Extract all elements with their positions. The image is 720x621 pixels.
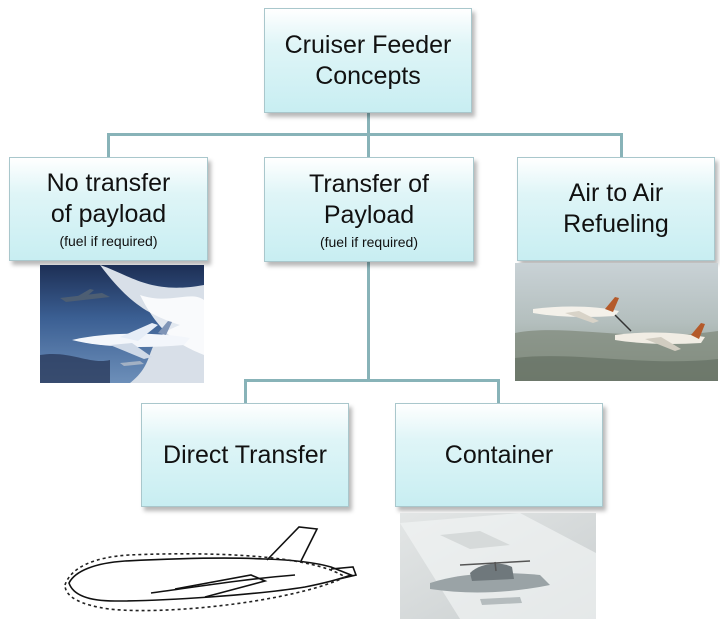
- root-title-line2: Concepts: [315, 61, 421, 90]
- node-no-transfer-of-payload: No transfer of payload (fuel if required…: [9, 157, 208, 261]
- node-label: Container: [444, 440, 554, 469]
- connector-to-no-transfer: [107, 133, 110, 157]
- connector-to-direct-transfer: [244, 379, 247, 403]
- node-label: Direct Transfer: [163, 440, 327, 469]
- aircraft-outline-drawing: [55, 523, 365, 618]
- connector-to-transfer-of-payload: [367, 133, 370, 157]
- node-label-line1: Air to Air: [568, 179, 664, 207]
- connector-level1-bar: [107, 133, 623, 136]
- aircraft-in-flight-photo: [40, 265, 204, 383]
- root-node: Cruiser Feeder Concepts: [264, 8, 472, 113]
- connector-to-air-refueling: [620, 133, 623, 157]
- node-container: Container: [395, 403, 603, 507]
- node-label-line2: of payload: [50, 200, 167, 228]
- connector-to-container: [497, 379, 500, 403]
- node-label-line1: Transfer of: [309, 169, 429, 198]
- connector-transfer-down: [367, 262, 370, 381]
- node-direct-transfer: Direct Transfer: [141, 403, 349, 507]
- tanker-refueling-photo: [515, 263, 718, 381]
- node-label-line2: Payload: [323, 200, 415, 229]
- node-air-to-air-refueling: Air to Air Refueling: [517, 157, 715, 261]
- connector-root-down: [367, 113, 370, 135]
- node-note: (fuel if required): [319, 233, 419, 250]
- node-label-line1: No transfer: [46, 169, 171, 197]
- node-label-line2: Refueling: [563, 210, 669, 238]
- node-note: (fuel if required): [59, 233, 158, 249]
- node-transfer-of-payload: Transfer of Payload (fuel if required): [264, 157, 474, 262]
- container-render-image: [400, 513, 596, 619]
- connector-level2-bar: [244, 379, 500, 382]
- root-title-line1: Cruiser Feeder: [284, 30, 452, 59]
